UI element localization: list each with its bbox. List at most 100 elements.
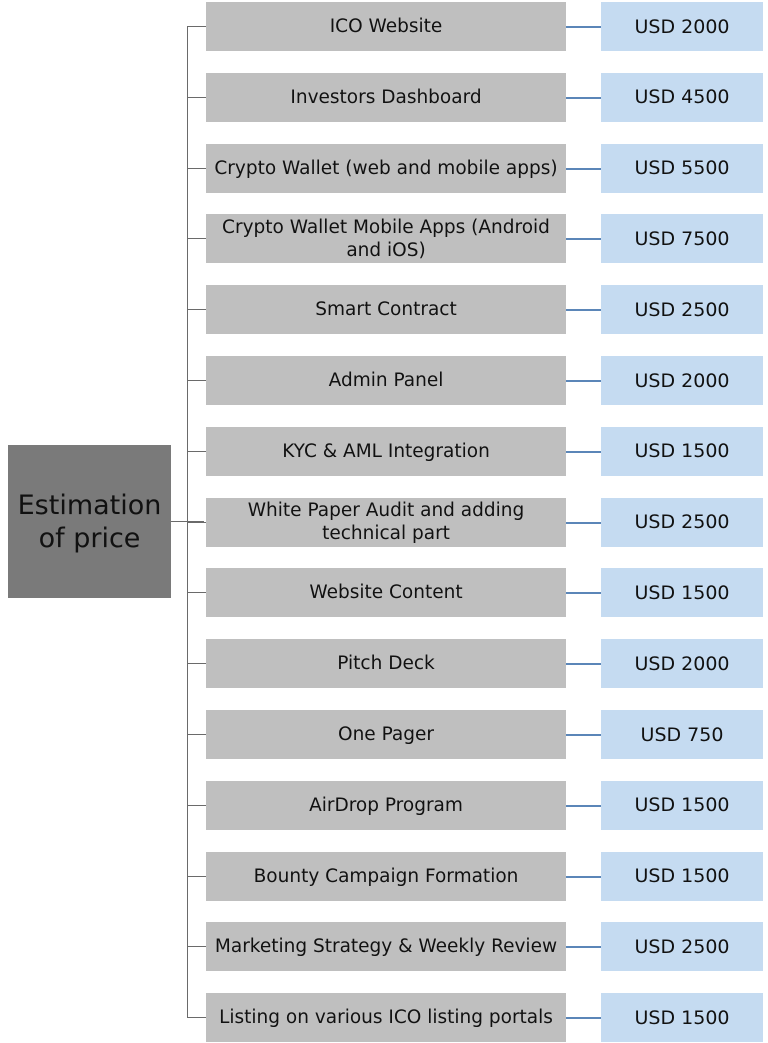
item-node: One Pager xyxy=(206,710,566,759)
price-label: USD 4500 xyxy=(634,86,730,109)
price-label: USD 5500 xyxy=(634,157,730,180)
item-row: Crypto Wallet (web and mobile apps) USD 5… xyxy=(0,143,768,193)
branch-line xyxy=(187,96,206,98)
price-label: USD 750 xyxy=(640,723,724,746)
branch-line xyxy=(187,521,206,523)
price-node: USD 1500 xyxy=(601,851,763,901)
price-connector-line xyxy=(566,450,601,453)
price-connector-line xyxy=(566,663,601,666)
item-label: ICO Website xyxy=(329,16,443,37)
branch-line xyxy=(187,309,206,311)
price-node: USD 2000 xyxy=(601,2,763,51)
item-row: Smart Contract USD 2500 xyxy=(0,285,768,335)
item-label: Pitch Deck xyxy=(337,653,435,675)
price-label: USD 1500 xyxy=(634,794,730,817)
item-label: Website Content xyxy=(309,582,463,604)
item-label: Listing on various ICO listing portals xyxy=(219,1007,553,1029)
item-row: Marketing Strategy & Weekly Review USD 25… xyxy=(0,922,768,972)
price-connector-line xyxy=(566,592,601,595)
item-node: Crypto Wallet (web and mobile apps) xyxy=(206,143,566,193)
item-label: Admin Panel xyxy=(328,370,444,391)
price-label: USD 1500 xyxy=(634,440,730,463)
price-node: USD 4500 xyxy=(601,72,763,122)
price-node: USD 2500 xyxy=(601,285,763,335)
price-label: USD 1500 xyxy=(634,865,730,888)
branch-line xyxy=(187,167,206,169)
item-label: Smart Contract xyxy=(315,299,457,321)
root-node: Estimation of price xyxy=(8,445,171,598)
branch-line xyxy=(187,592,206,594)
item-row: One Pager USD 750 xyxy=(0,710,768,759)
item-label: Crypto Wallet (web and mobile apps) xyxy=(214,157,558,179)
item-node: Admin Panel xyxy=(206,356,566,405)
price-connector-line xyxy=(566,96,601,99)
item-label: Crypto Wallet Mobile Apps (Android and i… xyxy=(222,216,550,261)
price-connector-line xyxy=(566,521,601,524)
price-connector-line xyxy=(566,26,601,28)
branch-line xyxy=(187,238,206,240)
root-node-label: Estimation of price xyxy=(17,489,162,554)
price-node: USD 7500 xyxy=(601,214,763,264)
price-label: USD 2000 xyxy=(634,15,730,38)
root-connector-line xyxy=(171,521,204,522)
price-connector-line xyxy=(566,946,601,949)
price-label: USD 2000 xyxy=(634,369,730,392)
price-label: USD 2500 xyxy=(634,511,730,534)
branch-line xyxy=(187,734,206,735)
price-label: USD 2500 xyxy=(634,298,730,321)
item-node: ICO Website xyxy=(206,2,566,51)
item-row: ICO Website USD 2000 xyxy=(0,2,768,51)
item-row: Pitch Deck USD 2000 xyxy=(0,639,768,689)
item-node: White Paper Audit and adding technical p… xyxy=(206,497,566,547)
price-connector-line xyxy=(566,380,601,382)
item-node: Bounty Campaign Formation xyxy=(206,851,566,901)
price-node: USD 2000 xyxy=(601,639,763,689)
item-node: KYC & AML Integration xyxy=(206,426,566,476)
branch-line xyxy=(187,380,206,381)
item-label: KYC & AML Integration xyxy=(282,440,490,462)
price-node: USD 1500 xyxy=(601,780,763,830)
price-label: USD 2000 xyxy=(634,652,730,675)
item-label: Bounty Campaign Formation xyxy=(253,865,519,887)
branch-line xyxy=(187,663,206,665)
item-row: Admin Panel USD 2000 xyxy=(0,356,768,405)
item-label: One Pager xyxy=(338,724,434,745)
item-row: Website Content USD 1500 xyxy=(0,568,768,618)
price-connector-line xyxy=(566,167,601,170)
item-node: Pitch Deck xyxy=(206,639,566,689)
item-node: Listing on various ICO listing portals xyxy=(206,993,566,1043)
branch-line xyxy=(187,804,206,806)
price-label: USD 2500 xyxy=(634,935,730,958)
branch-line xyxy=(187,875,206,877)
item-node: Smart Contract xyxy=(206,285,566,335)
price-node: USD 2000 xyxy=(601,356,763,405)
price-connector-line xyxy=(566,238,601,241)
price-node: USD 1500 xyxy=(601,426,763,476)
price-node: USD 1500 xyxy=(601,993,763,1043)
price-label: USD 1500 xyxy=(634,1006,730,1029)
item-row: KYC & AML Integration USD 1500 xyxy=(0,426,768,476)
price-node: USD 2500 xyxy=(601,922,763,972)
item-node: Marketing Strategy & Weekly Review xyxy=(206,922,566,972)
branch-line xyxy=(187,450,206,452)
item-row: Listing on various ICO listing portals US… xyxy=(0,993,768,1043)
item-label: AirDrop Program xyxy=(309,794,463,816)
price-label: USD 1500 xyxy=(634,581,730,604)
price-connector-line xyxy=(566,734,601,736)
item-label: Marketing Strategy & Weekly Review xyxy=(214,936,558,958)
price-node: USD 750 xyxy=(601,710,763,759)
item-row: Bounty Campaign Formation USD 1500 xyxy=(0,851,768,901)
price-label: USD 7500 xyxy=(634,227,730,250)
price-node: USD 1500 xyxy=(601,568,763,618)
price-connector-line xyxy=(566,309,601,312)
price-node: USD 2500 xyxy=(601,497,763,547)
item-label: White Paper Audit and adding technical p… xyxy=(247,500,525,545)
item-row: Crypto Wallet Mobile Apps (Android and i… xyxy=(0,214,768,264)
item-node: Website Content xyxy=(206,568,566,618)
item-row: AirDrop Program USD 1500 xyxy=(0,780,768,830)
price-connector-line xyxy=(566,875,601,878)
branch-line xyxy=(187,946,206,948)
branch-line xyxy=(187,26,206,27)
